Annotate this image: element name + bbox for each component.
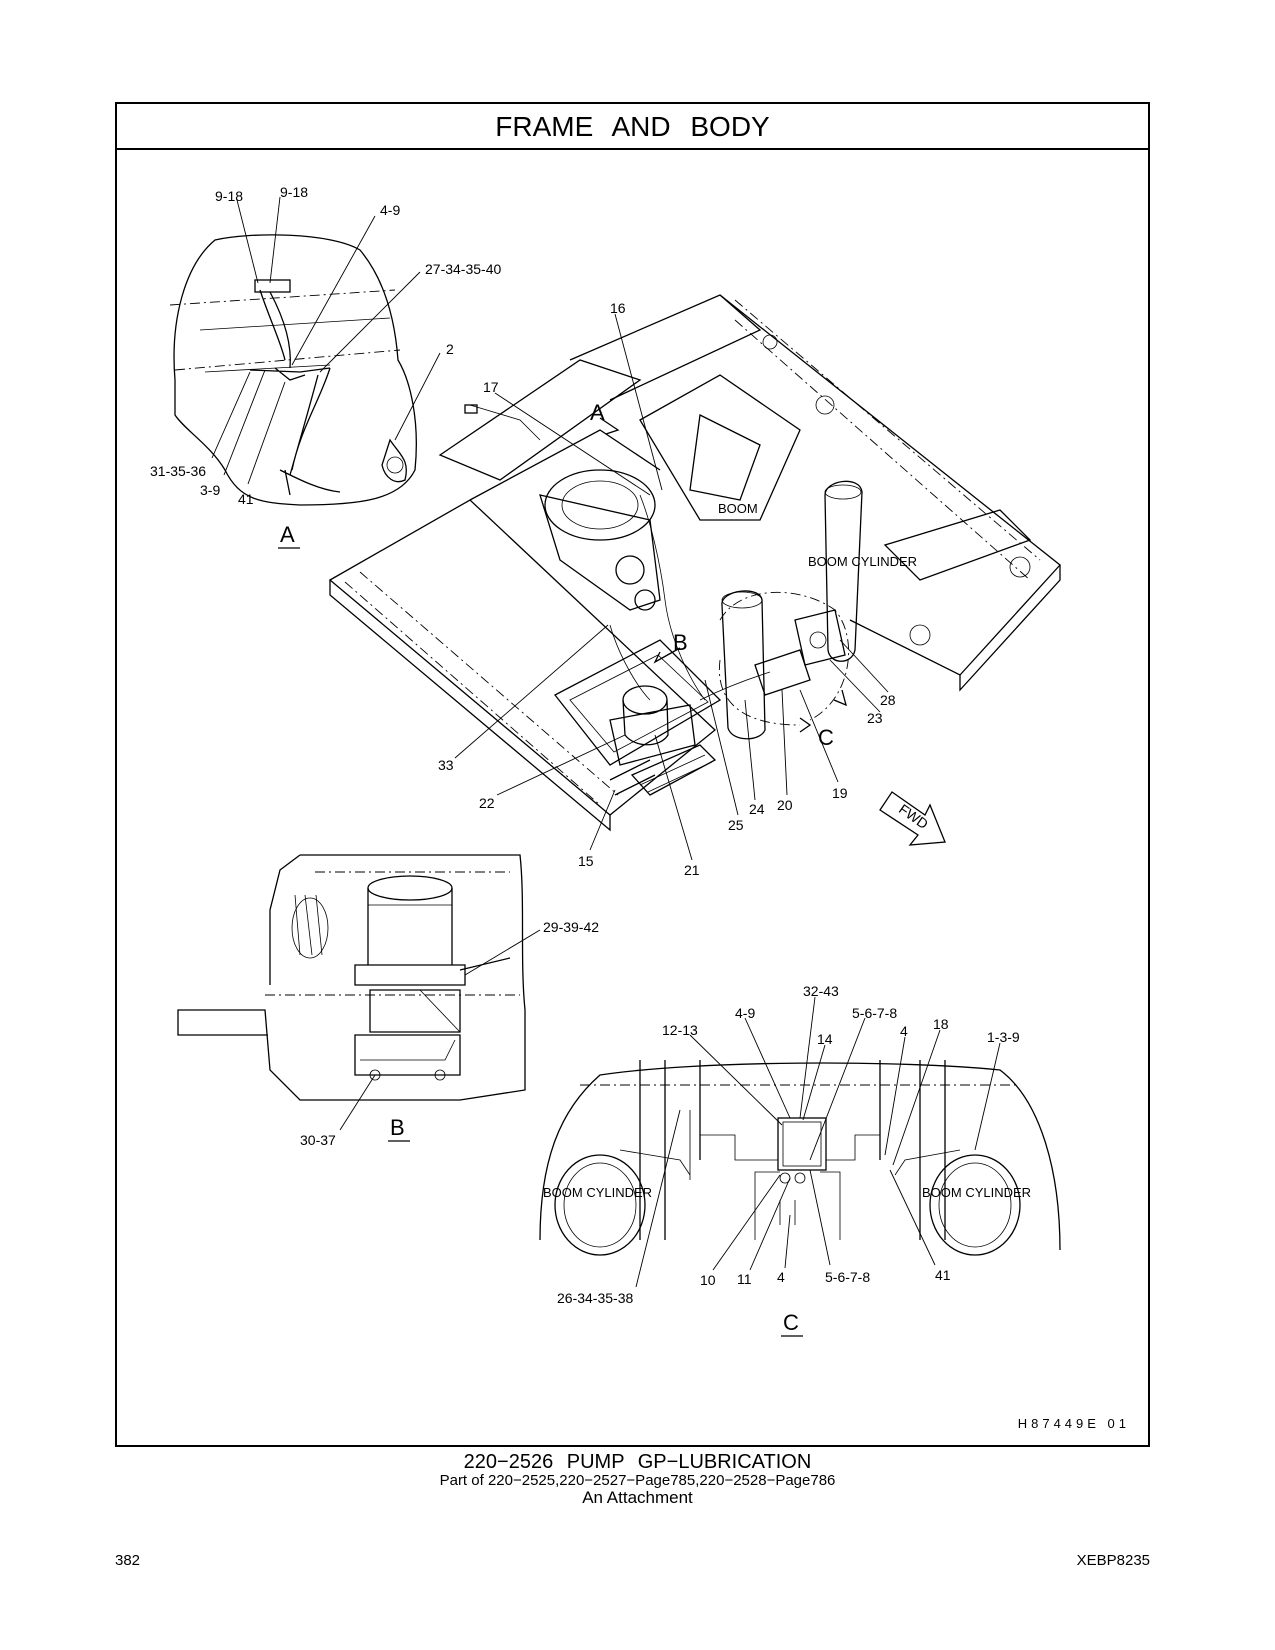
callout-24: 24 bbox=[749, 801, 765, 817]
callout-16: 16 bbox=[610, 300, 626, 316]
caption-part-title: 220−2526 PUMP GP−LUBRICATION bbox=[463, 1451, 812, 1473]
callout-33: 33 bbox=[438, 757, 454, 773]
document-id: XEBP8235 bbox=[1076, 1552, 1150, 1569]
callout-c-10: 10 bbox=[700, 1272, 716, 1288]
detail-c-leaders bbox=[635, 996, 1001, 1288]
callout-c-5-6-7-8-bottom: 5-6-7-8 bbox=[825, 1269, 870, 1285]
artwork-id: H87449E 01 bbox=[1017, 1416, 1130, 1431]
caption-attachment: An Attachment bbox=[582, 1488, 693, 1507]
callout-19: 19 bbox=[832, 785, 848, 801]
callout-c-32-43: 32-43 bbox=[803, 983, 839, 999]
view-b-label: B bbox=[390, 1115, 405, 1140]
callout-a-27-34-35-40: 27-34-35-40 bbox=[425, 261, 501, 277]
detail-a-callouts: 9-18 9-18 4-9 27-34-35-40 2 31-35-36 3-9… bbox=[150, 184, 501, 549]
callout-29-39-42: 29-39-42 bbox=[543, 919, 599, 935]
detail-c-drawing bbox=[539, 1060, 1061, 1256]
callout-c-18: 18 bbox=[933, 1016, 949, 1032]
label-boom-cylinder-right: BOOM CYLINDER bbox=[922, 1185, 1031, 1200]
detail-b-leaders bbox=[339, 929, 541, 1131]
callout-c-5-6-7-8-top: 5-6-7-8 bbox=[852, 1005, 897, 1021]
callout-c-4-9: 4-9 bbox=[735, 1005, 755, 1021]
fwd-label: FWD bbox=[896, 801, 931, 832]
label-boom: BOOM bbox=[718, 501, 758, 516]
callout-20: 20 bbox=[777, 797, 793, 813]
page-number: 382 bbox=[115, 1552, 141, 1569]
callout-a-4-9: 4-9 bbox=[380, 202, 400, 218]
callout-c-41: 41 bbox=[935, 1267, 951, 1283]
callout-30-37: 30-37 bbox=[300, 1132, 336, 1148]
detail-a-leaders bbox=[211, 196, 441, 485]
callout-22: 22 bbox=[479, 795, 495, 811]
callout-c-11: 11 bbox=[737, 1271, 752, 1287]
detail-c-callouts: 32-43 4-9 5-6-7-8 12-13 14 4 18 1-3-9 10… bbox=[543, 983, 1031, 1337]
callout-15: 15 bbox=[578, 853, 594, 869]
view-a-label: A bbox=[280, 522, 295, 547]
callout-a-2: 2 bbox=[446, 341, 454, 357]
caption-part-of: Part of 220−2525,220−2527−Page785,220−25… bbox=[439, 1472, 836, 1489]
main-frame-leaders bbox=[454, 313, 889, 861]
figure-frame: FRAME AND BODY H87449E 01 bbox=[115, 102, 1150, 1447]
main-frame-callouts: 16 17 33 22 15 21 25 24 20 19 23 28 BOOM… bbox=[438, 300, 946, 878]
callout-c-12-13: 12-13 bbox=[662, 1022, 698, 1038]
callout-c-26-34-35-38: 26-34-35-38 bbox=[557, 1290, 633, 1306]
callout-25: 25 bbox=[728, 817, 744, 833]
callout-17: 17 bbox=[483, 379, 499, 395]
callout-c-14: 14 bbox=[817, 1031, 833, 1047]
callout-a-9-18-right: 9-18 bbox=[280, 184, 308, 200]
callout-c-1-3-9: 1-3-9 bbox=[987, 1029, 1020, 1045]
main-frame-drawing bbox=[328, 294, 1061, 832]
view-a-marker: A bbox=[590, 400, 605, 425]
label-boom-cylinder: BOOM CYLINDER bbox=[808, 554, 917, 569]
fwd-arrow-icon: FWD bbox=[879, 791, 946, 846]
callout-c-4-bottom: 4 bbox=[777, 1269, 785, 1285]
callout-c-4-right: 4 bbox=[900, 1023, 908, 1039]
callout-a-31-35-36: 31-35-36 bbox=[150, 463, 206, 479]
detail-b-drawing bbox=[177, 854, 526, 1101]
figure-title: FRAME AND BODY bbox=[117, 104, 1148, 150]
view-c-label: C bbox=[783, 1310, 799, 1335]
view-b-marker: B bbox=[673, 630, 688, 655]
callout-a-9-18-left: 9-18 bbox=[215, 188, 243, 204]
callout-21: 21 bbox=[684, 862, 700, 878]
label-boom-cylinder-left: BOOM CYLINDER bbox=[543, 1185, 652, 1200]
view-c-marker: C bbox=[818, 725, 834, 750]
figure-caption: 220−2526 PUMP GP−LUBRICATION Part of 220… bbox=[0, 1451, 1275, 1507]
detail-a-drawing bbox=[169, 234, 417, 506]
callout-23: 23 bbox=[867, 710, 883, 726]
detail-b-callouts: 29-39-42 30-37 B bbox=[300, 919, 599, 1148]
callout-28: 28 bbox=[880, 692, 896, 708]
callout-a-3-9: 3-9 bbox=[200, 482, 220, 498]
callout-a-41: 41 bbox=[238, 491, 254, 507]
